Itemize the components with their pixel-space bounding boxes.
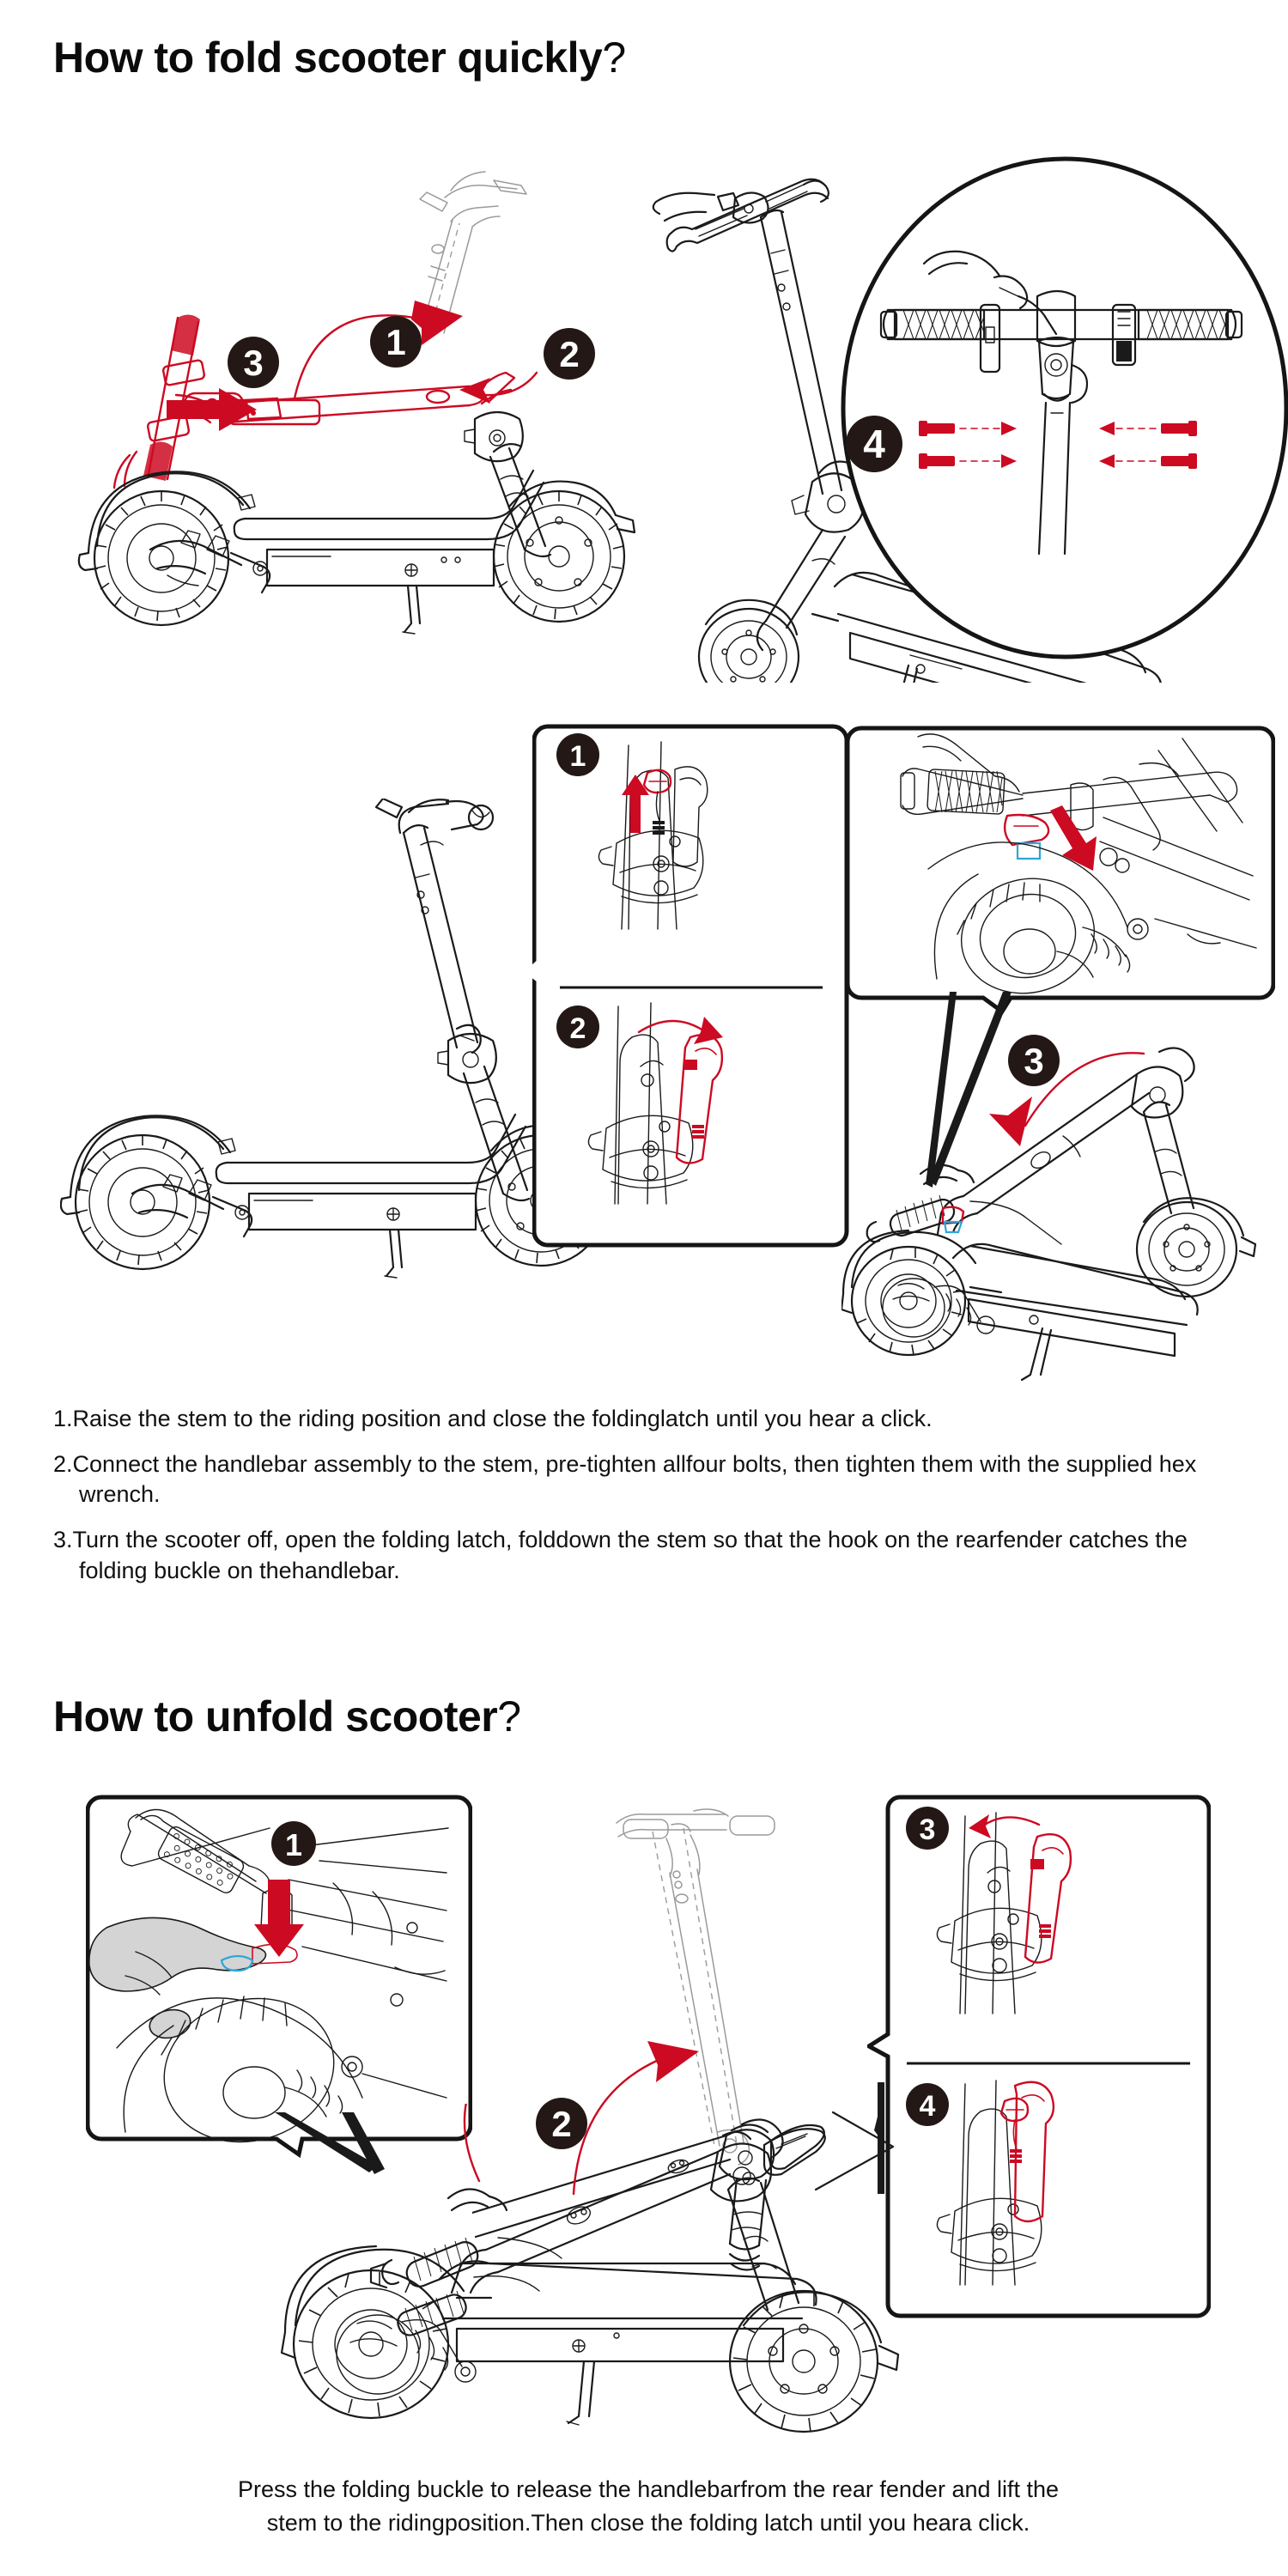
panel-step-badge-1-label: 1 bbox=[570, 740, 586, 773]
unfold-section-heading: How to unfold scooter? bbox=[53, 1692, 521, 1741]
figure-folded-scooter-bottom bbox=[215, 2104, 919, 2464]
step-badge-1: 1 bbox=[370, 316, 422, 368]
fold-heading-text: How to fold scooter quickly bbox=[53, 33, 603, 82]
ghost-raised-stem bbox=[616, 1808, 775, 2166]
step-badge-3-label: 3 bbox=[243, 343, 263, 383]
unfold-badge-2-label: 2 bbox=[551, 2104, 571, 2144]
unfold-badge-3-label: 3 bbox=[920, 1814, 936, 1846]
figure-fold-side-view: 1 2 3 bbox=[47, 146, 648, 678]
panel-step-badge-2: 2 bbox=[556, 1005, 599, 1048]
panel-handlebar-hook-detail bbox=[846, 721, 1275, 1022]
bolt-right-bottom bbox=[1099, 453, 1197, 469]
footnote-line-2: stem to the ridingposition.Then close th… bbox=[266, 2510, 1030, 2537]
handlebar-detail bbox=[879, 250, 1243, 556]
unfold-badge-2: 2 bbox=[536, 2098, 587, 2149]
unfold-badge-1: 1 bbox=[271, 1821, 316, 1866]
unfold-badge-4: 4 bbox=[906, 2083, 949, 2126]
bolt-left-top bbox=[919, 421, 1017, 436]
scooter-base-body bbox=[77, 410, 636, 635]
fold-section-heading: How to fold scooter quickly? bbox=[53, 33, 626, 82]
panel-step-badge-2-label: 2 bbox=[570, 1012, 586, 1045]
latch-open-illustration bbox=[598, 741, 708, 930]
unfold-badge-4-label: 4 bbox=[920, 2090, 936, 2123]
panel-press-buckle: 1 bbox=[86, 1790, 472, 2160]
unfold-heading-text: How to unfold scooter bbox=[53, 1692, 498, 1741]
unfold-heading-question-mark: ? bbox=[497, 1692, 521, 1741]
fold-arrow-1 bbox=[293, 301, 463, 400]
footnote-line-1: Press the folding buckle to release the … bbox=[237, 2476, 1060, 2502]
figure-handlebar-assembly: 4 bbox=[635, 150, 1288, 683]
bolt-arrows bbox=[919, 421, 1197, 469]
instruction-item-2: 2.Connect the handlebar assembly to the … bbox=[53, 1450, 1197, 1508]
fold-arrow-3 bbox=[167, 388, 257, 431]
step-badge-4-label: 4 bbox=[863, 422, 885, 466]
step-badge-2: 2 bbox=[544, 328, 595, 380]
detail-zoom-circle bbox=[841, 156, 1288, 659]
panel-latch-close-steps: 3 bbox=[867, 1790, 1211, 2323]
step-badge-4: 4 bbox=[846, 416, 902, 472]
figure-scooter-folded-step3: 3 bbox=[841, 992, 1271, 1387]
bolt-left-bottom bbox=[919, 453, 1017, 469]
fold-instructions-list: 1.Raise the stem to the riding position … bbox=[53, 1404, 1247, 1601]
folded-scooter-3q bbox=[841, 1047, 1257, 1382]
fold-heading-question-mark: ? bbox=[602, 33, 626, 82]
step-badge-2-label: 2 bbox=[559, 334, 579, 374]
unfold-footnote: Press the folding buckle to release the … bbox=[60, 2473, 1236, 2540]
step-badge-3: 3 bbox=[228, 337, 279, 388]
latch-rotate-illustration bbox=[936, 1812, 1072, 2014]
latch-closed-illustration bbox=[587, 1002, 724, 1205]
instruction-item-3: 3.Turn the scooter off, open the folding… bbox=[53, 1526, 1188, 1583]
fold-arrow-2 bbox=[459, 371, 538, 404]
unfold-badge-1-label: 1 bbox=[285, 1827, 302, 1862]
step-badge-3-folded: 3 bbox=[1008, 1035, 1060, 1086]
latch-closed-final-illustration bbox=[936, 2080, 1055, 2286]
figure-scooter-unfolded-side bbox=[60, 799, 592, 1322]
step-badge-3-folded-label: 3 bbox=[1024, 1041, 1043, 1081]
panel-latch-steps: 1 bbox=[532, 720, 850, 1252]
unfold-badge-3: 3 bbox=[906, 1807, 949, 1850]
instruction-item-1: 1.Raise the stem to the riding position … bbox=[53, 1406, 933, 1431]
panel-step-badge-1: 1 bbox=[556, 733, 599, 776]
step-badge-1-label: 1 bbox=[386, 322, 405, 362]
bolt-right-top bbox=[1099, 421, 1197, 436]
